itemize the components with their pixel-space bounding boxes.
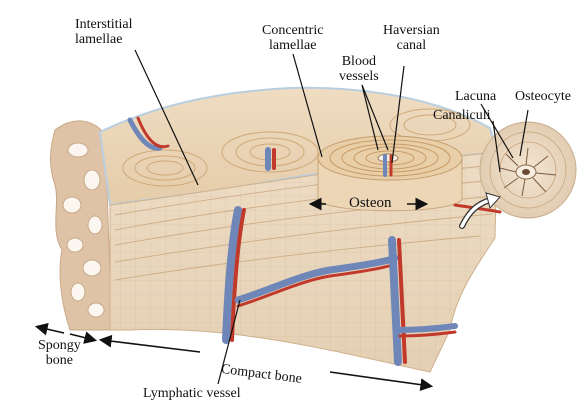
label-haversian-canal: Haversian canal [383, 23, 440, 53]
label-lacuna: Lacuna [455, 89, 496, 104]
label-blood-vessels: Blood vessels [339, 54, 379, 84]
label-spongy-bone: Spongy bone [38, 338, 81, 368]
label-osteon: Osteon [349, 196, 392, 211]
label-concentric-lamellae: Concentric lamellae [262, 23, 323, 53]
label-interstitial-lamellae: Interstitial lamellae [75, 17, 133, 47]
label-canaliculi: Canaliculi [433, 108, 491, 123]
label-lymphatic-vessel: Lymphatic vessel [143, 386, 241, 401]
label-osteocyte: Osteocyte [515, 89, 571, 104]
